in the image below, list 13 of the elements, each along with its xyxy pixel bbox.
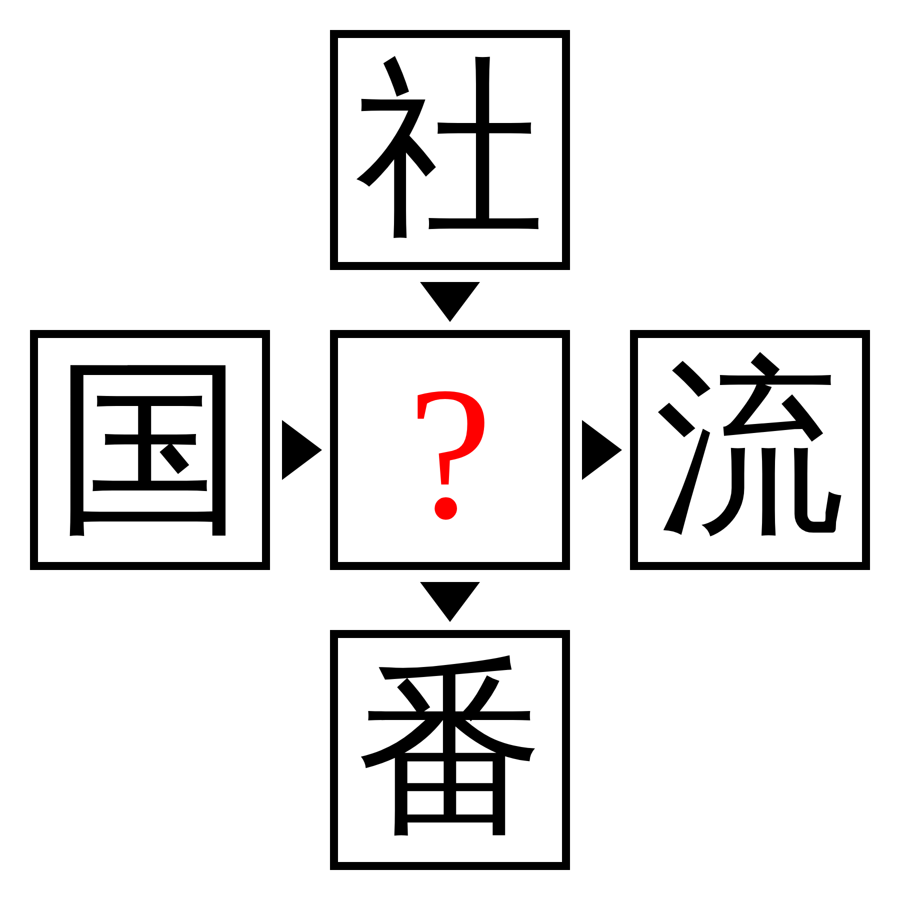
character-box (630, 330, 870, 570)
character-box (330, 330, 570, 570)
character-box (30, 330, 270, 570)
arrow (420, 282, 480, 322)
character: 国 (55, 355, 245, 545)
character-box (330, 30, 570, 270)
arrow (282, 420, 322, 480)
character: 社 (355, 55, 545, 245)
character-box (330, 630, 570, 870)
arrow (420, 582, 480, 622)
character: 番 (355, 655, 545, 845)
character: ? (408, 359, 492, 549)
arrow (582, 420, 622, 480)
